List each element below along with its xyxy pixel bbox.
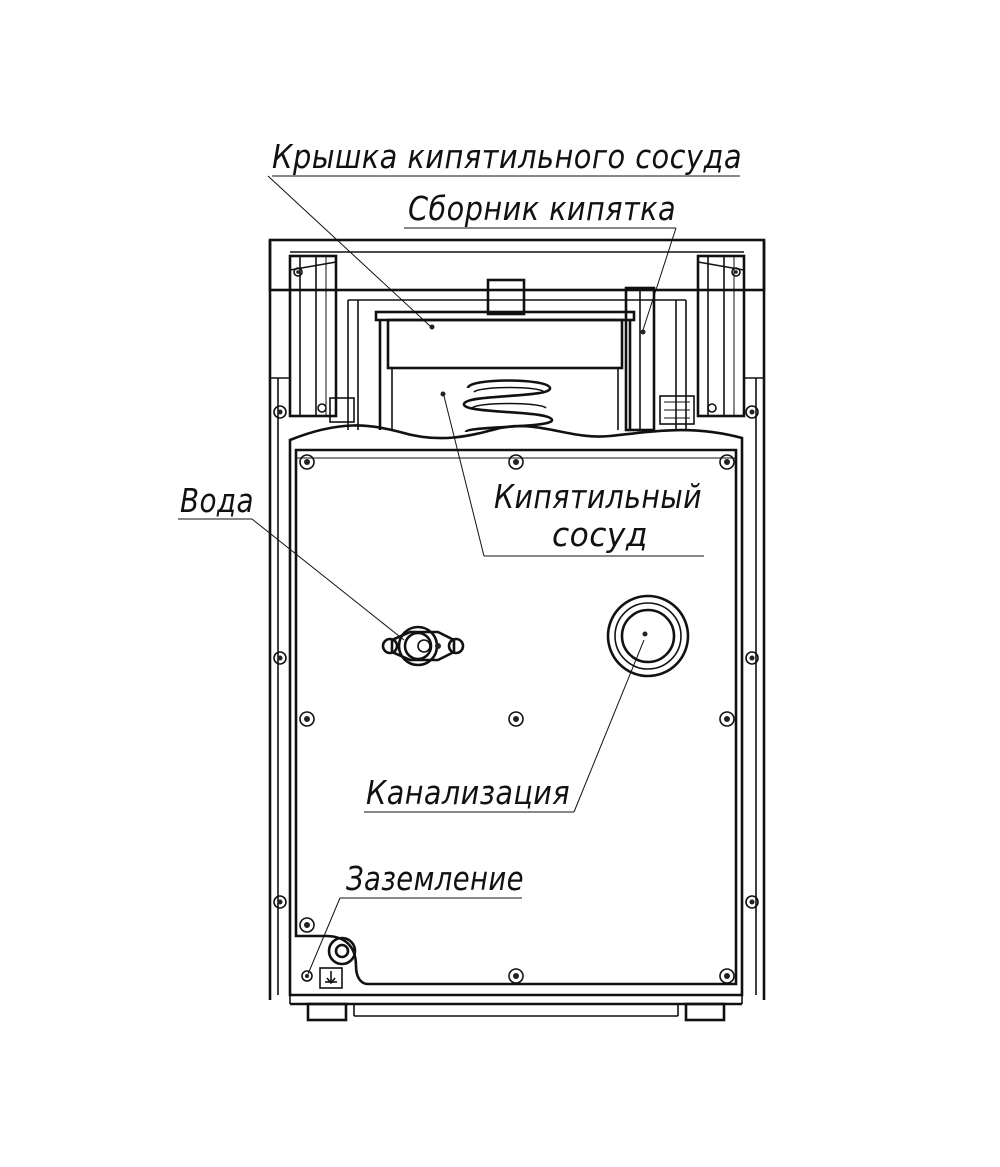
screw bbox=[745, 895, 759, 909]
screw bbox=[273, 895, 287, 909]
screw bbox=[273, 651, 287, 665]
panel-screws bbox=[273, 267, 759, 984]
water-inlet-fitting bbox=[381, 625, 465, 667]
boiling-vessel bbox=[378, 320, 632, 430]
label-ground: Заземление bbox=[346, 859, 524, 898]
labels: Крышка кипятильного сосуда Сборник кипят… bbox=[180, 137, 742, 898]
label-drain: Канализация bbox=[366, 773, 570, 812]
screw bbox=[745, 651, 759, 665]
label-water: Вода bbox=[180, 481, 254, 520]
drain-fitting bbox=[606, 594, 690, 678]
screw bbox=[508, 711, 524, 727]
hot-water-collector bbox=[624, 286, 656, 432]
label-lid: Крышка кипятильного сосуда bbox=[272, 137, 742, 176]
screw bbox=[719, 968, 735, 984]
right-column bbox=[659, 254, 746, 425]
screw bbox=[299, 454, 315, 470]
base-feet bbox=[289, 995, 743, 1022]
inner-frame bbox=[347, 299, 687, 430]
label-vessel-line2: сосуд bbox=[552, 515, 648, 554]
heating-coil bbox=[462, 379, 554, 434]
screw bbox=[293, 267, 303, 277]
screw bbox=[745, 405, 759, 419]
vessel-lid bbox=[374, 278, 636, 370]
ground-terminal bbox=[319, 936, 357, 989]
screw bbox=[299, 917, 315, 933]
screw bbox=[301, 970, 313, 982]
screw bbox=[731, 267, 741, 277]
screw bbox=[508, 454, 524, 470]
front-panel bbox=[288, 424, 744, 997]
ground-symbol-icon bbox=[319, 967, 343, 989]
screw bbox=[719, 711, 735, 727]
left-column bbox=[288, 254, 355, 423]
screw bbox=[299, 711, 315, 727]
screw bbox=[273, 405, 287, 419]
screw bbox=[508, 968, 524, 984]
label-collector: Сборник кипятка bbox=[408, 189, 676, 228]
screw bbox=[719, 454, 735, 470]
label-vessel-line1: Кипятильный bbox=[494, 477, 702, 516]
leader-lines bbox=[178, 175, 740, 975]
